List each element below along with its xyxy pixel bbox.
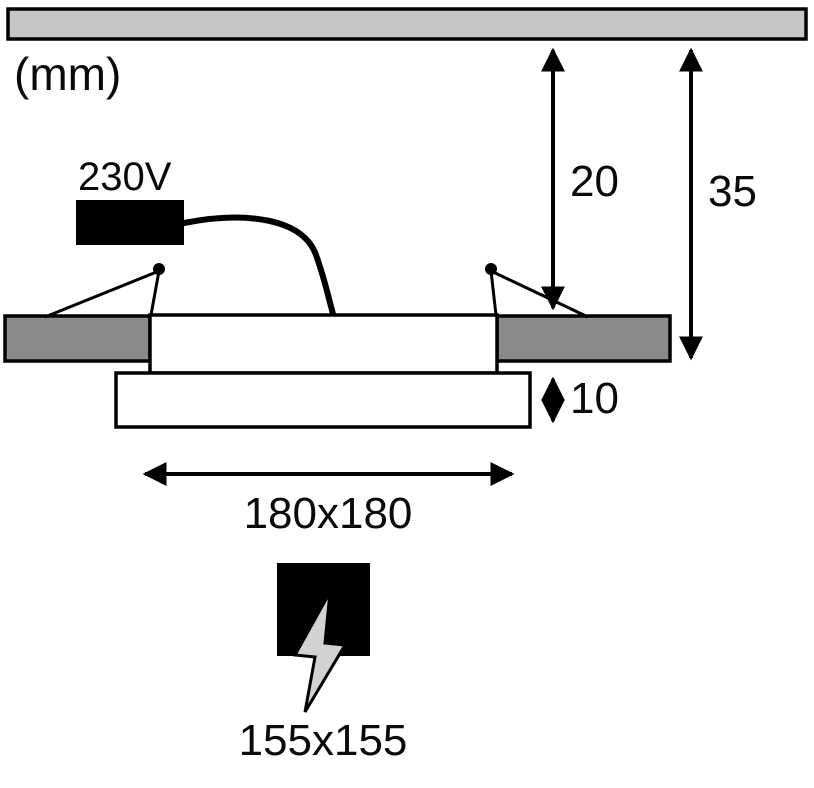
panel-housing: [148, 313, 499, 375]
unit-label: (mm): [14, 48, 121, 100]
right-mounting-clip: [495, 314, 672, 363]
lightning-bolt-icon: [292, 591, 348, 713]
right-spring-wire: [489, 270, 498, 316]
power-cable: [181, 214, 336, 317]
ceiling-bar: [6, 7, 808, 41]
dim-total-depth-label: 35: [708, 167, 757, 216]
right-spring-arm: [490, 269, 589, 319]
dim-frame-size-label: 180x180: [244, 489, 413, 538]
right-spring-pivot: [485, 263, 497, 275]
dim-recess-depth-label: 20: [570, 157, 619, 206]
driver-box: [76, 200, 184, 245]
left-mounting-clip: [3, 314, 152, 363]
panel-front: [114, 371, 532, 429]
dim-panel-thickness-label: 10: [570, 374, 619, 423]
voltage-label: 230V: [78, 155, 172, 199]
left-spring-pivot: [153, 263, 165, 275]
left-spring-arm: [44, 269, 160, 319]
left-spring-wire: [149, 270, 161, 316]
dim-cutout-size-label: 155x155: [239, 716, 408, 765]
